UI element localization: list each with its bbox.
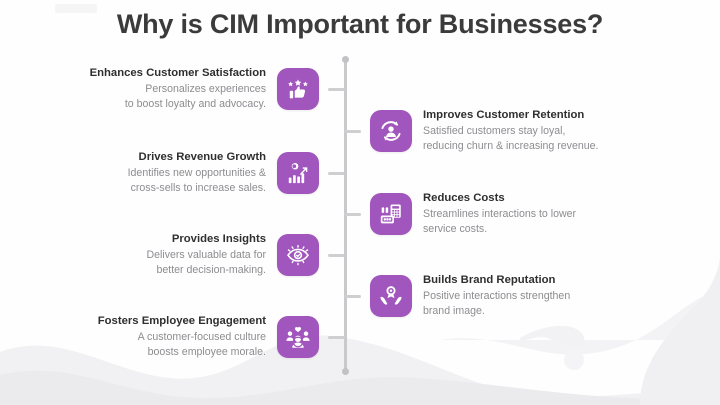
list-item[interactable]: Reduces Costs Streamlines interactions t… — [344, 191, 674, 236]
list-item-text: Builds Brand Reputation Positive interac… — [423, 273, 570, 318]
list-item[interactable]: Enhances Customer Satisfaction Personali… — [60, 66, 345, 111]
list-item-text: Improves Customer Retention Satisfied cu… — [423, 108, 599, 153]
team-heart-icon[interactable] — [277, 316, 319, 358]
connector-dash — [328, 335, 345, 339]
list-item-title: Drives Revenue Growth — [138, 151, 266, 164]
connector-dash — [344, 294, 361, 298]
list-item-text: Enhances Customer Satisfaction Personali… — [90, 66, 266, 111]
timeline-cap-bottom — [342, 368, 349, 375]
list-item-description: Delivers valuable data for better decisi… — [146, 249, 266, 276]
connector-dash — [344, 129, 361, 133]
connector-dash — [328, 87, 345, 91]
list-item-description: Personalizes experiences to boost loyalt… — [124, 83, 266, 110]
thumbs-up-stars-icon[interactable] — [277, 68, 319, 110]
timeline-cap-top — [342, 56, 349, 63]
list-item-title: Provides Insights — [171, 233, 266, 246]
list-item-text: Reduces Costs Streamlines interactions t… — [423, 191, 576, 236]
list-item[interactable]: Fosters Employee Engagement A customer-f… — [60, 314, 345, 359]
list-item-title: Reduces Costs — [423, 192, 505, 205]
calculator-icon[interactable] — [370, 193, 412, 235]
page-title: Why is CIM Important for Businesses? — [116, 9, 604, 39]
list-item-title: Fosters Employee Engagement — [97, 315, 266, 328]
user-retention-cycle-icon[interactable] — [370, 110, 412, 152]
list-item-description: Satisfied customers stay loyal, reducing… — [423, 125, 599, 152]
list-item-title: Improves Customer Retention — [423, 109, 585, 122]
list-item-text: Fosters Employee Engagement A customer-f… — [98, 314, 266, 359]
list-item-description: Positive interactions strengthen brand i… — [423, 290, 571, 317]
list-item-text: Provides Insights Delivers valuable data… — [146, 232, 266, 277]
list-item-text: Drives Revenue Growth Identifies new opp… — [128, 150, 266, 195]
list-item-title: Builds Brand Reputation — [423, 274, 556, 287]
list-item-description: Identifies new opportunities & cross-sel… — [127, 167, 266, 194]
connector-dash — [328, 253, 345, 257]
list-item[interactable]: Drives Revenue Growth Identifies new opp… — [60, 150, 345, 195]
list-item[interactable]: Provides Insights Delivers valuable data… — [60, 232, 345, 277]
eye-insight-icon[interactable] — [277, 234, 319, 276]
timeline-spine — [344, 57, 347, 375]
list-item-description: Streamlines interactions to lower servic… — [423, 208, 577, 235]
connector-dash — [344, 212, 361, 216]
growth-bar-chart-icon[interactable] — [277, 152, 319, 194]
connector-dash — [328, 171, 345, 175]
list-item-description: A customer-focused culture boosts employ… — [137, 331, 266, 358]
list-item-title: Enhances Customer Satisfaction — [89, 67, 266, 80]
hands-award-badge-icon[interactable] — [370, 275, 412, 317]
list-item[interactable]: Improves Customer Retention Satisfied cu… — [344, 108, 674, 153]
list-item[interactable]: Builds Brand Reputation Positive interac… — [344, 273, 674, 318]
